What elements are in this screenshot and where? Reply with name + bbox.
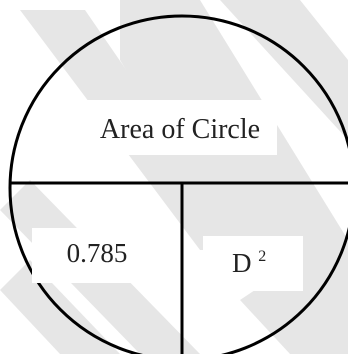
bottom-left-label: 0.785 <box>67 238 128 268</box>
watermark-stripe <box>220 0 348 140</box>
bottom-right-label-box <box>203 236 303 291</box>
exponent-superscript: 2 <box>258 248 266 265</box>
top-label: Area of Circle <box>100 114 260 145</box>
top-label-box <box>82 100 277 155</box>
diameter-symbol: D <box>232 248 252 278</box>
watermark-stripe <box>0 260 120 354</box>
bottom-left-label-box <box>32 228 162 283</box>
bottom-right-label: D 2 <box>232 248 266 278</box>
circle-outline <box>8 14 348 354</box>
